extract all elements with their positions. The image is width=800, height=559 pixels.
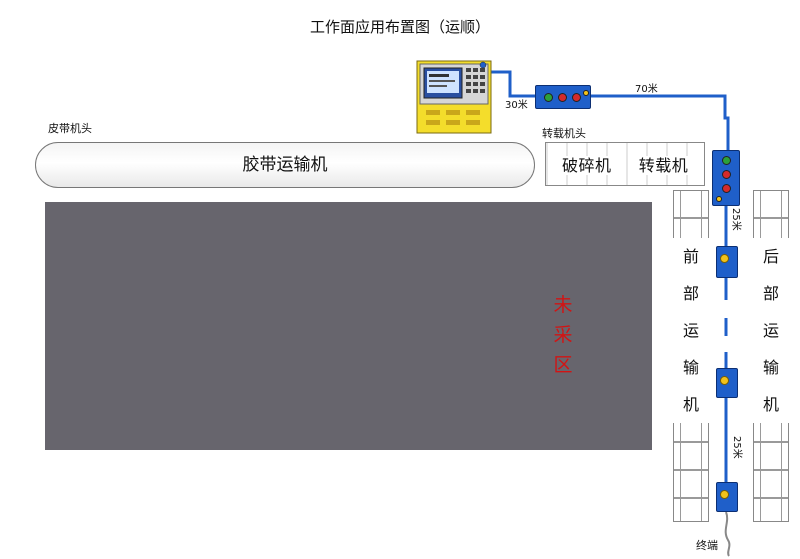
transfer-machine-label: 转载机	[636, 156, 691, 175]
unmined-area-label: 未 采 区	[552, 290, 574, 380]
unmined-char-3: 区	[553, 354, 573, 376]
unmined-area	[45, 202, 652, 450]
belt-conveyor-label: 胶带运输机	[242, 155, 328, 175]
rear-char-2: 部	[753, 275, 789, 312]
indicator-light-icon	[583, 90, 589, 96]
front-char-2: 部	[673, 275, 709, 312]
belt-head-label: 皮带机头	[48, 122, 92, 135]
switch-box-vertical-icon	[712, 150, 740, 206]
front-char-5: 机	[673, 386, 709, 423]
rear-char-3: 运	[753, 312, 789, 349]
crusher-label: 破碎机	[560, 156, 614, 175]
distance-label-70m: 70米	[635, 84, 658, 95]
red-light-icon	[572, 93, 581, 102]
sensor-node-icon	[716, 246, 738, 278]
distance-label-25m-1: 25米	[730, 208, 741, 231]
cable-end-tail	[724, 511, 731, 557]
distance-label-25m-2: 25米	[731, 436, 742, 459]
red-light-icon	[722, 184, 731, 193]
sensor-node-icon	[716, 368, 738, 398]
unmined-char-1: 未	[553, 294, 573, 316]
control-panel-icon	[416, 60, 492, 134]
distance-label-30m: 30米	[505, 100, 528, 111]
rear-char-1: 后	[753, 238, 789, 275]
rear-char-5: 机	[753, 386, 789, 423]
diagram-title: 工作面应用布置图（运顺）	[309, 18, 490, 36]
crusher-transfer-labels: 破碎机 转载机	[560, 152, 691, 176]
indicator-light-icon	[720, 376, 729, 385]
red-light-icon	[558, 93, 567, 102]
end-terminal-label: 终端	[696, 539, 718, 552]
sensor-node-icon	[716, 482, 738, 512]
switch-box-icon	[535, 85, 591, 109]
front-conveyor-label: 前 部 运 输 机	[673, 238, 709, 423]
front-char-4: 输	[673, 349, 709, 386]
unmined-char-2: 采	[553, 324, 573, 346]
green-light-icon	[722, 156, 731, 165]
green-light-icon	[544, 93, 553, 102]
red-light-icon	[722, 170, 731, 179]
cable-switch-to-corner	[590, 94, 730, 150]
indicator-light-icon	[716, 196, 722, 202]
front-char-3: 运	[673, 312, 709, 349]
cable-panel-to-switch	[490, 70, 535, 98]
transfer-head-label: 转载机头	[542, 127, 586, 140]
rear-conveyor-label: 后 部 运 输 机	[753, 238, 789, 423]
indicator-light-icon	[720, 490, 729, 499]
belt-conveyor	[35, 142, 535, 188]
indicator-light-icon	[720, 254, 729, 263]
rear-char-4: 输	[753, 349, 789, 386]
front-char-1: 前	[673, 238, 709, 275]
